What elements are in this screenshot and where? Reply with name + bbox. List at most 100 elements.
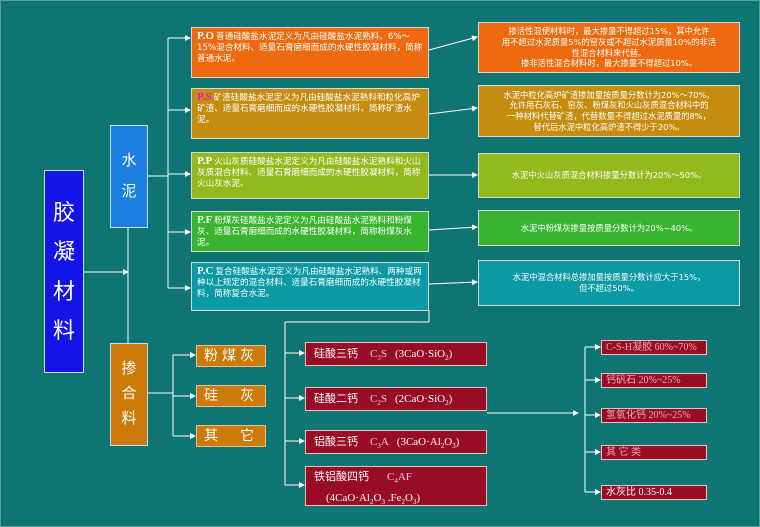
cement-type-code: P.F: [197, 214, 213, 226]
mineral-name: 硅酸二钙: [314, 393, 358, 405]
product-calcium-hydroxide: 氢氧化钙 20%~25%: [601, 408, 707, 423]
mineral-symbol-c: C: [370, 436, 378, 448]
description-line: 水泥中粉煤灰掺量按质量分数计为20%~40%。: [520, 222, 698, 233]
mineral-symbol: C2S: [370, 393, 387, 408]
cement-type-code: P.O: [197, 30, 215, 42]
formula-sub: 2: [370, 498, 374, 507]
description-line: 水泥中火山灰质混合材料掺量分数计为20%～50%。: [511, 170, 707, 181]
description-line: 水泥中粒化高炉矿渣掺加量按质量分数计为20%～70%。: [503, 89, 715, 100]
cement-type-text: 火山灰质硅酸盐水泥定义为凡由硅酸盐水泥熟料和火山灰质混合材料、适量石膏磨细而成的…: [197, 157, 421, 189]
formula-part: O: [404, 492, 413, 505]
mineral-symbol-sub: 4: [394, 477, 398, 486]
cement-type-text: 复合硅酸盐水泥定义为凡由硅酸盐水泥熟料、两种或两种以上规定的混合材料、适量石膏磨…: [197, 267, 422, 299]
formula-sub: 2: [440, 442, 445, 451]
mineral-symbol-tail: S: [380, 393, 387, 405]
mineral-formula: (3CaO·SiO2): [394, 348, 453, 363]
formula-sub: 2: [445, 399, 449, 408]
formula-part: (2CaO·SiO: [394, 393, 446, 405]
product-water-cement-ratio: 水灰比 0.35-0.4: [601, 485, 707, 500]
cement-type-code: P.P: [197, 155, 213, 167]
description-line: 允许用石灰石、窑灰、粉煤灰和火山灰质混合材料中的: [509, 100, 709, 111]
formula-part: (3CaO·SiO: [394, 348, 446, 360]
mineral-name: 铁铝酸四钙: [314, 471, 369, 483]
admixture-node: 掺 合 料: [110, 343, 148, 446]
product-csh-gel: C-S-H凝胶 60%~70%: [601, 340, 707, 355]
admixture-other: 其 它: [196, 425, 266, 447]
mineral-symbol-tail: AF: [397, 471, 412, 483]
mineral-symbol-sub: 2: [377, 399, 381, 408]
cement-type-code: P.S: [197, 91, 212, 103]
root-char: 材: [52, 278, 75, 304]
root-char: 胶: [52, 199, 75, 225]
cement-description: 掺活性混使材料时，最大掺量不得超过15%，其中允许 用不超过水泥质量5%的窑灰或…: [478, 22, 740, 73]
cement-description: 水泥中火山灰质混合材料掺量分数计为20%～50%。: [478, 153, 740, 198]
formula-part: .Fe: [384, 492, 402, 505]
mineral-symbol-c: C: [370, 348, 378, 360]
mineral-symbol: C4AF: [387, 471, 412, 486]
root-char: 料: [52, 318, 75, 343]
formula-part: ): [448, 393, 453, 405]
cement-type-text: 普通硅酸盐水泥定义为凡由硅酸盐水泥熟料、6%～15%混合材料、适量石膏磨细而成的…: [197, 32, 423, 64]
description-line: 水泥中混合材料总掺加量按质量分数计应大于15%，: [512, 272, 706, 283]
cement-description: 水泥中混合材料总掺加量按质量分数计应大于15%， 但不超过50%。: [478, 260, 740, 306]
mineral-symbol-tail: S: [380, 348, 387, 360]
cement-char: 水: [121, 152, 137, 169]
mineral-name: 硅酸三钙: [314, 348, 358, 360]
cement-description: 水泥中粒化高炉矿渣掺加量按质量分数计为20%～70%。 允许用石灰石、窑灰、粉煤…: [478, 85, 740, 137]
cement-type-text: 粉煤灰硅酸盐水泥定义为凡由硅酸盐水泥熟料和粉煤灰、适量石膏磨细而成的水硬性胶凝材…: [197, 216, 412, 248]
cement-char: 泥: [121, 183, 137, 200]
mineral-symbol-sub: 3: [377, 442, 381, 451]
formula-sub: 2: [445, 354, 449, 363]
mineral-symbol: C3S: [370, 348, 387, 363]
mineral-symbol-sub: 3: [377, 354, 381, 363]
formula-part: (3CaO·Al: [396, 436, 441, 448]
mineral-formula: (4CaO·Al2O3 .Fe2O3): [314, 490, 478, 511]
description-line: 一种材料代替矿渣，代替数量不得超过水泥质量的8%，: [507, 111, 711, 121]
formula-part: (4CaO·Al: [326, 492, 370, 505]
mineral-formula: (3CaO·Al2O3): [396, 436, 460, 451]
mineral-formula: (2CaO·SiO2): [394, 393, 453, 408]
product-other: 其 它 类: [601, 445, 707, 460]
formula-sub: 3: [412, 498, 417, 507]
formula-sub: 3: [452, 442, 456, 451]
cement-description: 水泥中粉煤灰掺量按质量分数计为20%~40%。: [478, 210, 740, 246]
formula-part: ): [416, 492, 421, 505]
mineral-symbol-c: C: [387, 471, 395, 483]
mineral-symbol: C3A: [370, 436, 389, 451]
cement-type-code: P.C: [197, 265, 214, 277]
admixture-silica-fume: 硅 灰: [196, 385, 266, 407]
description-line: 掺非活性混合材料时，最大掺量不得超过10%。: [520, 58, 698, 69]
formula-part: ): [448, 348, 453, 360]
formula-part: ): [455, 436, 460, 448]
description-line: 性混合材料来代替。: [571, 47, 647, 58]
cement-type-text: 矿渣硅酸盐水泥定义为凡由硅酸盐水泥熟料和粒化高炉矿渣、适量石膏磨细而成的水硬性胶…: [197, 93, 420, 125]
product-ettringite: 钙矾石 20%~25%: [601, 373, 707, 388]
mineral-c3s: 硅酸三钙 C3S (3CaO·SiO2): [305, 342, 487, 366]
root-char: 凝: [52, 239, 75, 264]
formula-part: O: [444, 436, 453, 448]
mineral-symbol-c: C: [370, 393, 378, 405]
formula-sub: 3: [381, 498, 385, 507]
description-line: 替代后水泥中粒化高炉渣不得少于20%。: [533, 121, 685, 132]
root-node-cementitious-material: 胶 凝 材 料: [44, 170, 84, 373]
formula-part: O: [373, 492, 382, 505]
mineral-symbol-tail: A: [380, 436, 389, 448]
formula-sub: 2: [401, 498, 405, 507]
admixture-char: 料: [121, 410, 137, 427]
admixture-fly-ash: 粉煤灰: [196, 345, 266, 367]
mineral-name: 铝酸三钙: [314, 436, 358, 448]
admixture-char: 合: [121, 386, 137, 403]
cement-node: 水 泥: [110, 125, 148, 228]
description-line: 掺活性混使材料时，最大掺量不得超过15%，其中允许: [508, 26, 710, 37]
description-line: 但不超过50%。: [579, 283, 639, 293]
mineral-name-row: 铁铝酸四钙 C4AF: [314, 469, 478, 490]
